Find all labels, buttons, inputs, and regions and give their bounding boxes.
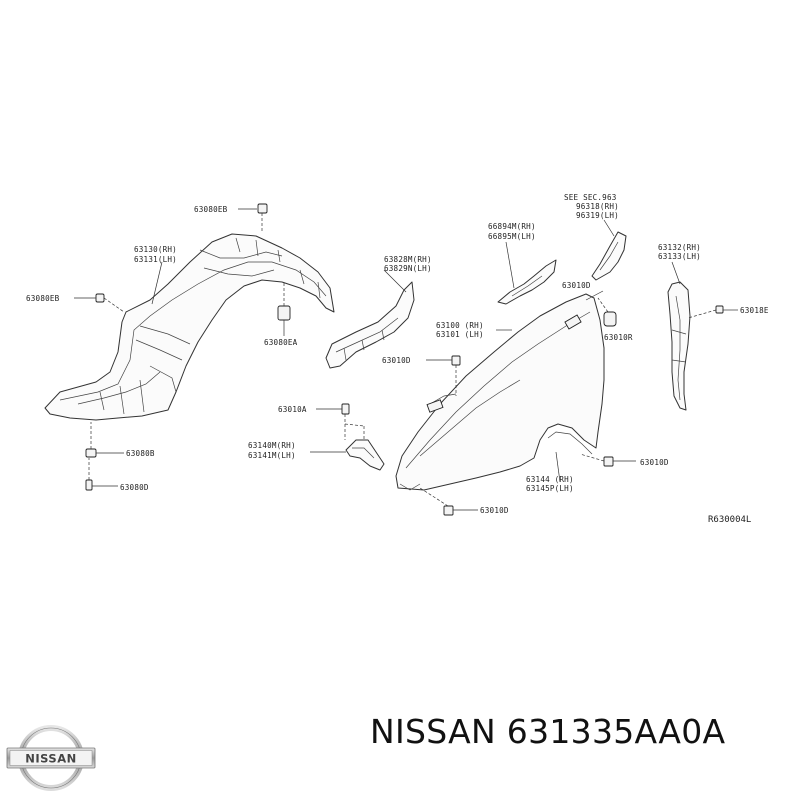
callout-63141m: 63141M(LH) xyxy=(248,451,296,460)
callout-63131: 63131(LH) xyxy=(134,255,177,264)
callout-63145p: 63145P(LH) xyxy=(526,484,574,493)
part-number-caption: NISSAN 631335AA0A xyxy=(370,712,726,751)
fender-bracket-part xyxy=(345,439,385,471)
clip-63080b-icon xyxy=(85,422,97,458)
callout-63080eb-top: 63080EB xyxy=(194,205,228,214)
callout-96319: 96319(LH) xyxy=(576,211,619,220)
fender-liner-part xyxy=(44,233,335,421)
callout-63010r: 63010R xyxy=(604,333,633,342)
screw-63080d-icon xyxy=(85,458,93,491)
callout-63010a: 63010A xyxy=(278,405,307,414)
bolt-63010d-low-icon xyxy=(579,453,614,467)
bolt-63010d-mid-icon xyxy=(451,355,461,396)
callout-63101: 63101 (LH) xyxy=(436,330,484,339)
callout-see-sec: SEE SEC.963 xyxy=(564,193,617,202)
logo-wordmark: NISSAN xyxy=(25,752,76,766)
callout-63080ea: 63080EA xyxy=(264,338,298,347)
front-fender-part xyxy=(395,293,605,491)
callout-63018e: 63018E xyxy=(740,306,769,315)
callout-63133: 63133(LH) xyxy=(658,252,701,261)
callout-63130: 63130(RH) xyxy=(134,245,177,254)
callout-63140m: 63140M(RH) xyxy=(248,441,296,450)
clip-63010r-icon xyxy=(597,297,617,327)
callout-63080d: 63080D xyxy=(120,483,149,492)
callout-63144: 63144 (RH) xyxy=(526,475,574,484)
callout-63080eb-left: 63080EB xyxy=(26,294,60,303)
clip-63018e-icon xyxy=(687,305,724,319)
clip-63080eb-left-icon xyxy=(95,293,125,313)
clip-63080ea-icon xyxy=(277,282,291,321)
callout-63100: 63100 (RH) xyxy=(436,321,484,330)
nissan-logo: NISSAN xyxy=(6,725,96,791)
fender-protector-part xyxy=(667,281,691,411)
callout-66894m: 66894M(RH) xyxy=(488,222,536,231)
fender-seal-part xyxy=(325,281,415,369)
callout-63010d-bottom: 63010D xyxy=(480,506,509,515)
callout-63828m: 63828M(RH) xyxy=(384,255,432,264)
callout-63010d-mid: 63010D xyxy=(382,356,411,365)
callout-96318: 96318(RH) xyxy=(576,202,619,211)
reference-code: R630004L xyxy=(708,515,751,525)
callout-63010d-right: 63010D xyxy=(562,281,591,290)
bolt-63010d-bottom-icon xyxy=(419,487,454,516)
fender-support-bracket-part xyxy=(497,259,557,305)
bolt-63010a-icon xyxy=(341,403,365,440)
callout-63010d-low: 63010D xyxy=(640,458,669,467)
callout-66895m: 66895M(LH) xyxy=(488,232,536,241)
clip-63080eb-top-icon xyxy=(257,203,268,232)
callout-63080b: 63080B xyxy=(126,449,155,458)
callout-63829n: 63829N(LH) xyxy=(384,264,432,273)
callout-63132: 63132(RH) xyxy=(658,243,701,252)
fender-cover-part xyxy=(591,231,627,281)
